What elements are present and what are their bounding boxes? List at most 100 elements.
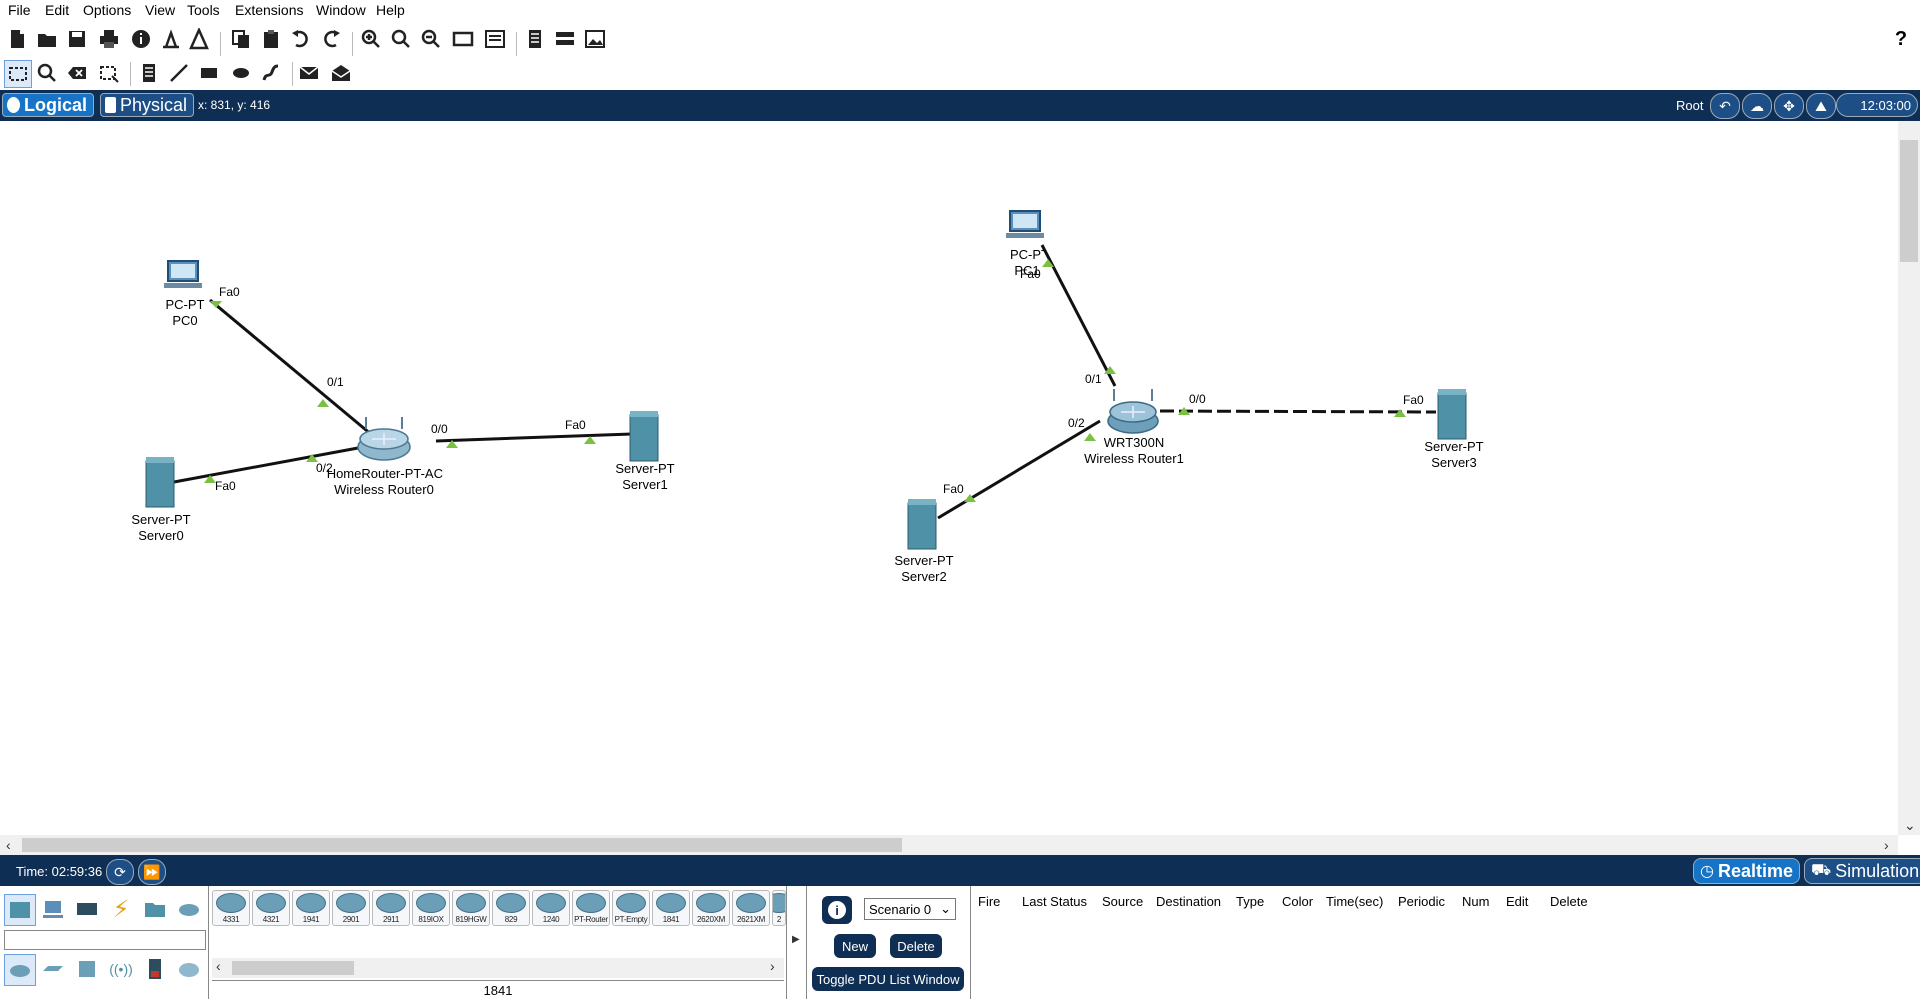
info-icon[interactable] (128, 26, 154, 52)
device-model-829[interactable]: 829 (492, 890, 530, 926)
server1-device (629, 411, 659, 462)
activity-wizard-icon[interactable] (158, 26, 184, 52)
end-devices-icon[interactable] (38, 894, 68, 924)
scenario-select[interactable]: Scenario 0⌄ (864, 898, 956, 920)
drawing-palette-icon[interactable] (450, 26, 476, 52)
print-icon[interactable] (96, 26, 122, 52)
open-folder-icon[interactable] (34, 26, 60, 52)
connections-icon[interactable]: ⚡ (112, 895, 130, 923)
back-icon[interactable]: ↶ (1710, 93, 1740, 119)
network-info-icon[interactable] (186, 26, 212, 52)
power-cycle-icon[interactable]: ⟳ (106, 859, 134, 885)
device-model-2621xm[interactable]: 2621XM (732, 890, 770, 926)
clock[interactable]: 12:03:00 (1836, 93, 1918, 117)
device-model-819hgw[interactable]: 819HGW (452, 890, 490, 926)
device-model-1941[interactable]: 1941 (292, 890, 330, 926)
scroll-down-icon[interactable]: ⌄ (1904, 817, 1916, 833)
misc-icon[interactable] (140, 894, 170, 924)
image-icon[interactable] (582, 26, 608, 52)
device-scroll-right-icon[interactable]: › (770, 958, 775, 974)
resize-icon[interactable] (96, 60, 122, 86)
components-icon[interactable] (72, 894, 102, 924)
hubs-icon[interactable] (72, 954, 102, 984)
realtime-button[interactable]: ◷Realtime (1693, 858, 1801, 884)
menu-extensions[interactable]: Extensions (235, 2, 304, 18)
new-scenario-button[interactable]: New (834, 934, 876, 958)
cluster-icon[interactable] (522, 26, 548, 52)
menu-help[interactable]: Help (376, 2, 405, 18)
device-model-2620xm[interactable]: 2620XM (692, 890, 730, 926)
menu-options[interactable]: Options (83, 2, 132, 18)
zoom-out-icon[interactable] (418, 26, 444, 52)
device-list-scroll-thumb[interactable] (232, 961, 354, 975)
menu-window[interactable]: Window (316, 2, 366, 18)
menu-edit[interactable]: Edit (45, 2, 70, 18)
select-icon[interactable] (4, 60, 32, 88)
vertical-scroll-thumb[interactable] (1900, 140, 1918, 262)
device-model-pt-empty[interactable]: PT-Empty (612, 890, 650, 926)
redo-icon[interactable] (318, 26, 344, 52)
network-devices-icon[interactable] (4, 894, 36, 926)
custom-devices-icon[interactable] (482, 26, 508, 52)
simple-pdu-icon[interactable] (296, 60, 322, 86)
device-list-scrollbar[interactable] (212, 958, 784, 978)
routers-icon[interactable] (4, 954, 36, 986)
device-model-4321[interactable]: 4321 (252, 890, 290, 926)
logical-view-button[interactable]: Logical (2, 93, 94, 117)
complex-pdu-icon[interactable] (328, 60, 354, 86)
simulation-button[interactable]: ⛟Simulation (1804, 858, 1920, 884)
menu-file[interactable]: File (8, 2, 31, 18)
scenario-info-button[interactable]: i (822, 896, 852, 924)
help-icon[interactable]: ? (1894, 27, 1908, 50)
vertical-scrollbar[interactable] (1898, 121, 1920, 835)
device-model-1841[interactable]: 1841 (652, 890, 690, 926)
expand-arrow-icon[interactable]: ▶ (792, 934, 800, 945)
security-icon[interactable] (140, 954, 170, 984)
delete-scenario-button[interactable]: Delete (890, 934, 942, 958)
ellipse-icon[interactable] (228, 60, 254, 86)
paste-icon[interactable] (258, 26, 284, 52)
fast-forward-icon[interactable]: ⏩ (138, 859, 166, 885)
wan-emulation-icon[interactable] (174, 954, 204, 984)
rectangle-icon[interactable] (196, 60, 222, 86)
scroll-left-icon[interactable]: ‹ (6, 837, 11, 853)
freeform-icon[interactable] (258, 60, 284, 86)
new-file-icon[interactable] (4, 26, 30, 52)
copy-icon[interactable] (228, 26, 254, 52)
device-model-pt-router[interactable]: PT-Router (572, 890, 610, 926)
physical-view-button[interactable]: Physical (100, 93, 194, 117)
menu-view[interactable]: View (145, 2, 176, 18)
cloud-icon[interactable]: ☁ (1742, 93, 1772, 119)
delete-icon[interactable] (64, 60, 90, 86)
zoom-reset-icon[interactable] (388, 26, 414, 52)
device-scroll-left-icon[interactable]: ‹ (216, 958, 221, 974)
device-filter-field[interactable] (4, 930, 206, 950)
toggle-pdu-list-button[interactable]: Toggle PDU List Window (812, 967, 964, 991)
background-icon[interactable]: ⛰ (1806, 93, 1836, 119)
device-model-2911[interactable]: 2911 (372, 890, 410, 926)
inspect-icon[interactable] (34, 60, 60, 86)
port-label: Fa0 (565, 418, 586, 432)
line-icon[interactable] (166, 60, 192, 86)
menu-tools[interactable]: Tools (187, 2, 220, 18)
device-model-2901[interactable]: 2901 (332, 890, 370, 926)
undo-icon[interactable] (288, 26, 314, 52)
scroll-right-icon[interactable]: › (1884, 837, 1889, 853)
panel-divider (208, 886, 209, 999)
move-icon[interactable]: ✥ (1774, 93, 1804, 119)
note-icon[interactable] (136, 60, 162, 86)
horizontal-scroll-thumb[interactable] (22, 838, 902, 852)
multiuser-icon[interactable] (174, 894, 204, 924)
wireless-devices-icon[interactable]: ((•)) (109, 961, 133, 977)
device-model-819iox[interactable]: 819IOX (412, 890, 450, 926)
save-icon[interactable] (64, 26, 90, 52)
zoom-in-icon[interactable] (358, 26, 384, 52)
viewport-icon[interactable] (552, 26, 578, 52)
device-model-1240[interactable]: 1240 (532, 890, 570, 926)
switches-icon[interactable] (38, 954, 68, 984)
device-model-4331[interactable]: 4331 (212, 890, 250, 926)
pdu-col-destination: Destination (1156, 894, 1222, 909)
device-model-partial[interactable]: 2 (772, 890, 786, 926)
